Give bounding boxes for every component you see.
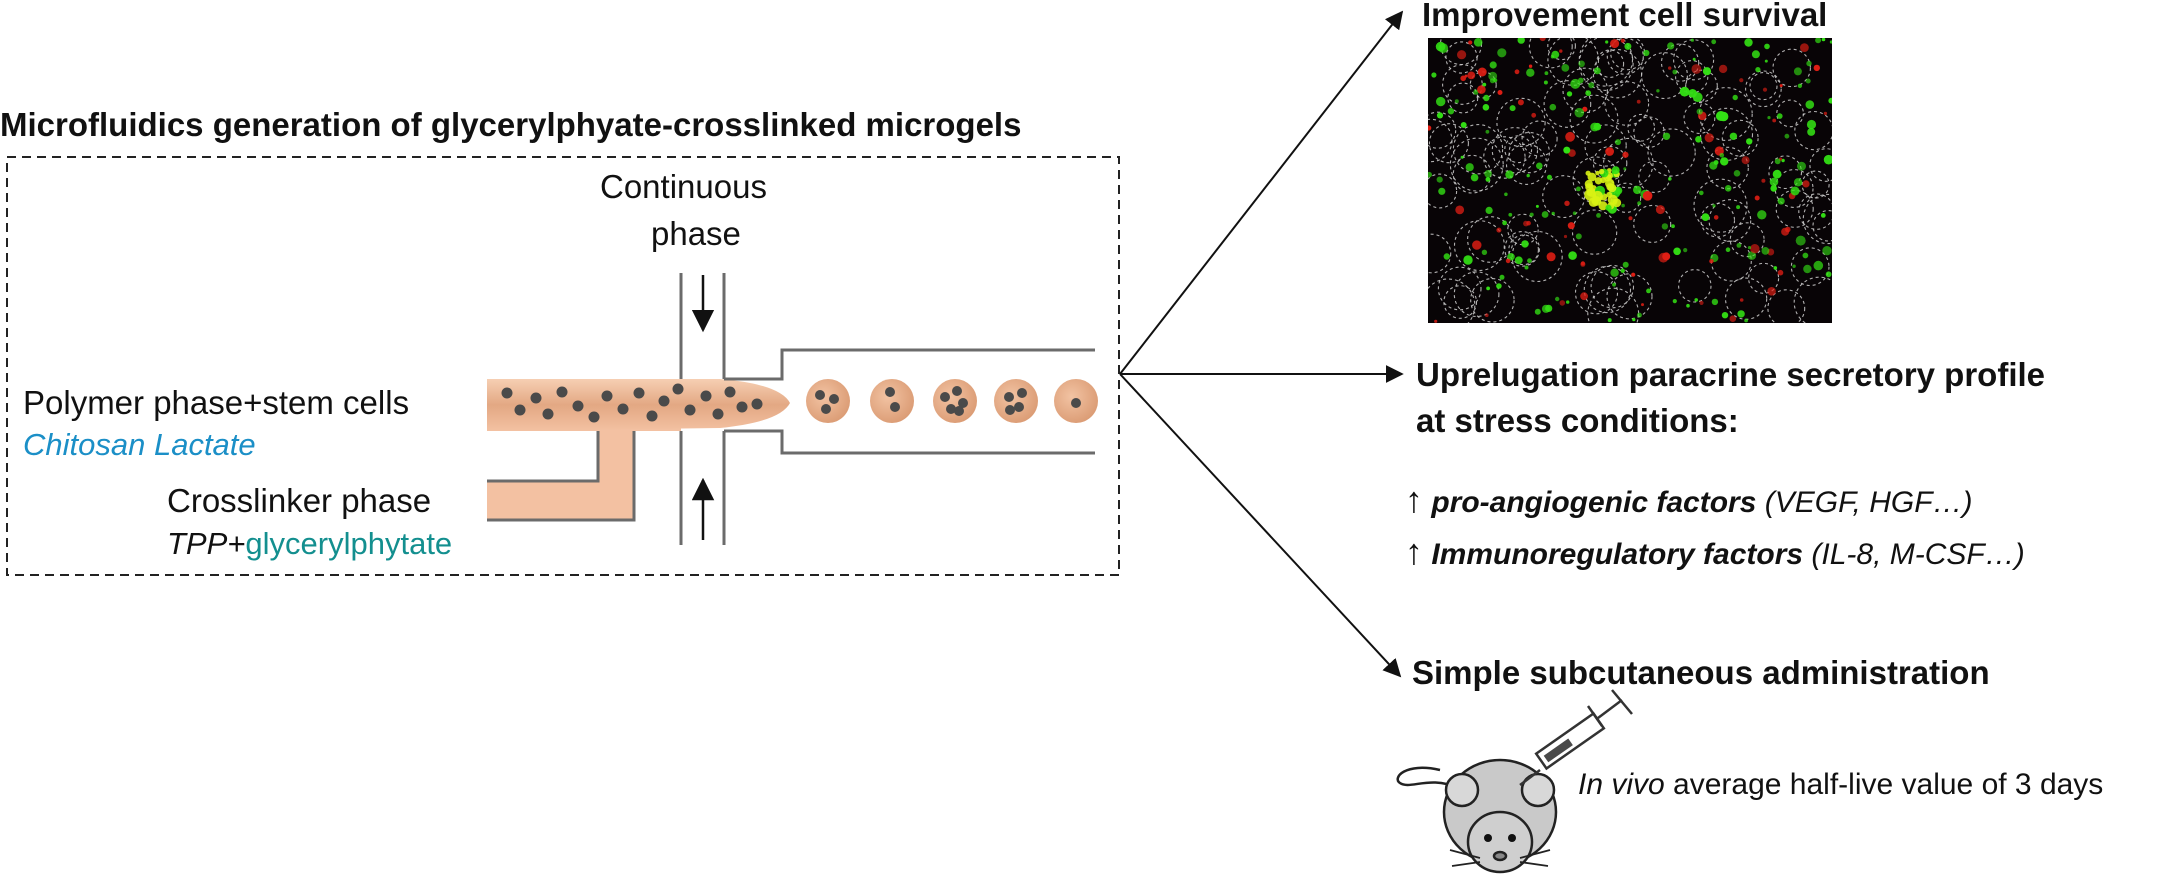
cell-dot [890,402,900,412]
cell-dot [712,408,724,420]
microgel-droplets [806,379,1098,423]
cell-dot [1004,392,1014,402]
syringe-icon [1519,689,1633,786]
crosslinker-prefix: TPP+ [167,526,246,561]
cell-dot [601,390,613,402]
microgel-droplet [994,379,1038,423]
arrow-to-survival [1119,10,1404,375]
cell-dot [821,404,831,414]
cell-dot [514,404,526,416]
halflife-rest: average half-live value of 3 days [1664,768,2104,801]
cell-dot [946,404,956,414]
cell-dot [672,383,684,395]
polymer-material-label: Chitosan Lactate [23,427,256,462]
cell-dot [815,390,825,400]
up-arrow-icon: ↑ [1405,479,1423,520]
survival-title: Improvement cell survival [1422,0,1828,33]
halflife-italic: In vivo [1578,768,1665,801]
cell-dot [724,386,736,398]
cell-dot [885,387,895,397]
factor-name: Immunoregulatory factors [1431,538,1804,571]
cell-dot [501,387,513,399]
crosslinker-channel [487,430,634,520]
cell-dot [1014,402,1024,412]
factor-name: pro-angiogenic factors [1431,486,1757,519]
cell-dot [1005,405,1015,415]
cell-dot [542,408,554,420]
cell-dot [658,395,670,407]
mouse-icon [1396,758,1558,874]
up-arrow-icon: ↑ [1405,531,1423,572]
cell-dot [952,386,962,396]
cell-dot [633,387,645,399]
microgel-droplet [933,379,977,423]
cell-dot [588,411,600,423]
crosslinker-material: glycerylphytate [245,526,453,561]
arrow-to-administration [1119,373,1402,678]
halflife-text: In vivo average half-live value of 3 day… [1578,768,2103,802]
continuous-phase-label-line2: phase [651,215,741,252]
cell-dot [617,403,629,415]
continuous-phase-label-line1: Continuous [600,168,767,205]
microgel-droplet [806,379,850,423]
cell-dot [940,392,950,402]
crosslinker-phase-label: Crosslinker phase [167,482,432,519]
factor-item: ↑ Immunoregulatory factors (IL-8, M-CSF…… [1405,531,2025,573]
factor-item: ↑ pro-angiogenic factors (VEGF, HGF…) [1405,479,1973,521]
crosslinker-material-label: TPP+glycerylphytate [167,526,452,562]
diagram-title: Microfluidics generation of glycerylphya… [0,106,1022,143]
cell-dot [530,392,542,404]
administration-title: Simple subcutaneous administration [1412,654,1990,691]
cell-dot [736,401,748,413]
cell-dot [1017,388,1027,398]
cells-in-stream [501,383,763,423]
cell-dot [700,390,712,402]
cell-dot [556,386,568,398]
cell-dot [958,398,968,408]
micrograph-image [1428,38,1832,323]
cell-dot [829,394,839,404]
cell-dot [1071,398,1081,408]
polymer-phase-label: Polymer phase+stem cells [23,384,410,421]
microgel-droplet [1054,379,1098,423]
secretory-title-line2: at stress conditions: [1416,402,1739,439]
cell-dot [572,400,584,412]
microgel-droplet [870,379,914,423]
cell-dot [954,406,964,416]
diagram-frame [6,156,1120,576]
factor-examples: (VEGF, HGF…) [1756,486,1973,519]
cell-dot [751,398,763,410]
cell-dot [684,404,696,416]
factor-examples: (IL-8, M-CSF…) [1803,538,2025,571]
secretory-title-line1: Uprelugation paracrine secretory profile [1416,356,2046,393]
cell-dot [646,410,658,422]
